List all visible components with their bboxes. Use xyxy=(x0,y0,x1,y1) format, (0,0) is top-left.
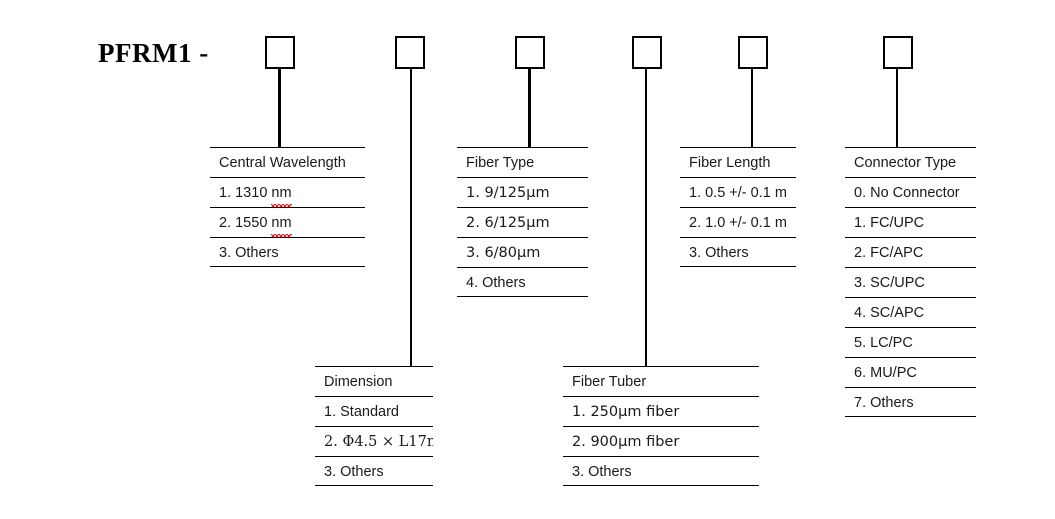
option-row[interactable]: 3. 6/80μm xyxy=(457,237,588,267)
option-row[interactable]: 0. No Connector xyxy=(845,177,976,207)
table-header-central-wavelength: Central Wavelength xyxy=(210,147,365,177)
option-label-misspelled: nm xyxy=(271,178,292,207)
option-label: 1. 9/125μm xyxy=(466,185,550,201)
option-row[interactable]: 1. 0.5 +/- 0.1 m xyxy=(680,177,796,207)
table-connector-type: Connector Type 0. No Connector 1. FC/UPC… xyxy=(845,147,976,417)
table-fiber-tuber: Fiber Tuber 1. 250μm fiber 2. 900μm fibe… xyxy=(563,366,759,486)
option-row[interactable]: 2. Φ4.5 × L17mm xyxy=(315,426,433,456)
option-row[interactable]: 1. Standard xyxy=(315,396,433,426)
option-label: 1. 1310 xyxy=(219,185,272,201)
table-header-fiber-type: Fiber Type xyxy=(457,147,588,177)
option-row[interactable]: 1. FC/UPC xyxy=(845,207,976,237)
option-row[interactable]: 7. Others xyxy=(845,387,976,417)
table-header-fiber-tuber: Fiber Tuber xyxy=(563,366,759,396)
option-row[interactable]: 3. Others xyxy=(315,456,433,486)
table-fiber-length: Fiber Length 1. 0.5 +/- 0.1 m 2. 1.0 +/-… xyxy=(680,147,796,267)
code-box-connector-type[interactable] xyxy=(883,36,913,69)
option-row[interactable]: 3. Others xyxy=(563,456,759,486)
option-row[interactable]: 2. 900μm fiber xyxy=(563,426,759,456)
table-central-wavelength: Central Wavelength 1. 1310 nm 2. 1550 nm… xyxy=(210,147,365,267)
option-row[interactable]: 2. 6/125μm xyxy=(457,207,588,237)
table-header-fiber-length: Fiber Length xyxy=(680,147,796,177)
table-header-connector-type: Connector Type xyxy=(845,147,976,177)
option-row[interactable]: 1. 250μm fiber xyxy=(563,396,759,426)
option-label: 2. Φ4.5 × L17mm xyxy=(324,434,433,450)
option-row[interactable]: 2. 1.0 +/- 0.1 m xyxy=(680,207,796,237)
option-row[interactable]: 2. FC/APC xyxy=(845,237,976,267)
table-header-dimension: Dimension xyxy=(315,366,433,396)
option-row[interactable]: 4. SC/APC xyxy=(845,297,976,327)
page-title: PFRM1 - xyxy=(98,38,209,68)
option-label: 3. 6/80μm xyxy=(466,245,541,261)
code-box-fiber-tuber[interactable] xyxy=(632,36,662,69)
option-row[interactable]: 1. 9/125μm xyxy=(457,177,588,207)
option-row[interactable]: 1. 1310 nm xyxy=(210,177,365,207)
option-label: 2. 900μm fiber xyxy=(572,434,680,450)
option-label: 2. 6/125μm xyxy=(466,215,550,231)
option-row[interactable]: 3. SC/UPC xyxy=(845,267,976,297)
leader-line-connector-type xyxy=(896,69,898,148)
leader-line-fiber-tuber xyxy=(645,69,647,367)
option-row[interactable]: 6. MU/PC xyxy=(845,357,976,387)
leader-line-fiber-type xyxy=(528,69,531,148)
leader-line-fiber-length xyxy=(751,69,753,148)
leader-line-central-wavelength xyxy=(278,69,281,148)
option-row[interactable]: 3. Others xyxy=(680,237,796,267)
table-dimension: Dimension 1. Standard 2. Φ4.5 × L17mm 3.… xyxy=(315,366,433,486)
option-label: 1. 250μm fiber xyxy=(572,404,680,420)
option-row[interactable]: 2. 1550 nm xyxy=(210,207,365,237)
option-row[interactable]: 5. LC/PC xyxy=(845,327,976,357)
code-box-central-wavelength[interactable] xyxy=(265,36,295,69)
code-box-dimension[interactable] xyxy=(395,36,425,69)
leader-line-dimension xyxy=(410,69,412,367)
option-row[interactable]: 3. Others xyxy=(210,237,365,267)
option-label-misspelled: nm xyxy=(271,208,292,237)
table-fiber-type: Fiber Type 1. 9/125μm 2. 6/125μm 3. 6/80… xyxy=(457,147,588,297)
code-box-fiber-type[interactable] xyxy=(515,36,545,69)
option-label: 2. 1550 xyxy=(219,215,272,231)
code-box-fiber-length[interactable] xyxy=(738,36,768,69)
option-row[interactable]: 4. Others xyxy=(457,267,588,297)
